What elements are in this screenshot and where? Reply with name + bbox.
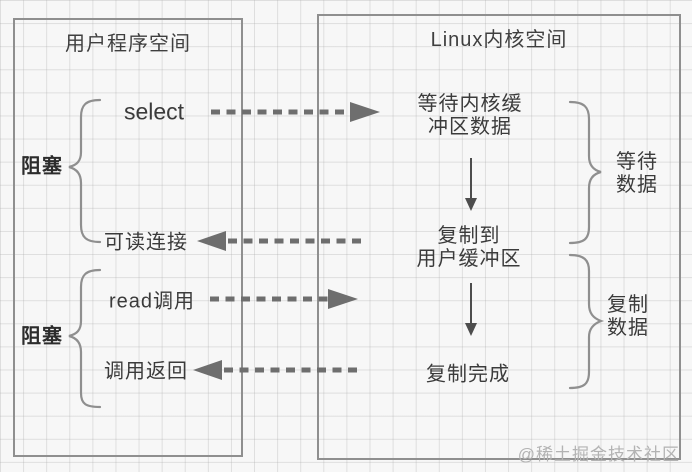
copy-to-done-arrow xyxy=(465,283,477,336)
select-call-label: select xyxy=(123,98,185,125)
select-arrow xyxy=(211,102,380,122)
call-return-label: 调用返回 xyxy=(104,360,188,383)
kernel-space-title: Linux内核空间 xyxy=(430,29,568,51)
juejin-watermark: @稀土掘金技术社区 xyxy=(517,445,680,464)
read-call-label: read调用 xyxy=(108,290,196,313)
copy-data-brace-label: 复制数据 xyxy=(607,294,649,339)
readable-connection-arrow xyxy=(197,231,363,251)
wait-kernel-buffer-step: 等待内核缓冲区数据 xyxy=(417,93,523,138)
call-return-arrow xyxy=(193,360,360,380)
blocking-label-top: 阻塞 xyxy=(21,155,63,178)
copy-data-brace xyxy=(568,253,605,390)
wait-to-copy-arrow xyxy=(465,158,477,211)
read-call-arrow xyxy=(210,289,358,309)
user-space-title: 用户程序空间 xyxy=(65,33,191,55)
copy-done-step: 复制完成 xyxy=(426,363,510,386)
blocking-brace-bottom xyxy=(68,268,102,409)
blocking-brace-top xyxy=(68,98,102,244)
wait-data-brace xyxy=(568,100,602,245)
user-space-box: 用户程序空间 xyxy=(13,18,243,457)
blocking-label-bottom: 阻塞 xyxy=(21,325,63,348)
kernel-space-box: Linux内核空间 xyxy=(317,14,681,460)
copy-to-user-buffer-step: 复制到用户缓冲区 xyxy=(416,225,522,270)
readable-connection-label: 可读连接 xyxy=(104,231,188,254)
wait-data-brace-label: 等待数据 xyxy=(616,151,658,196)
